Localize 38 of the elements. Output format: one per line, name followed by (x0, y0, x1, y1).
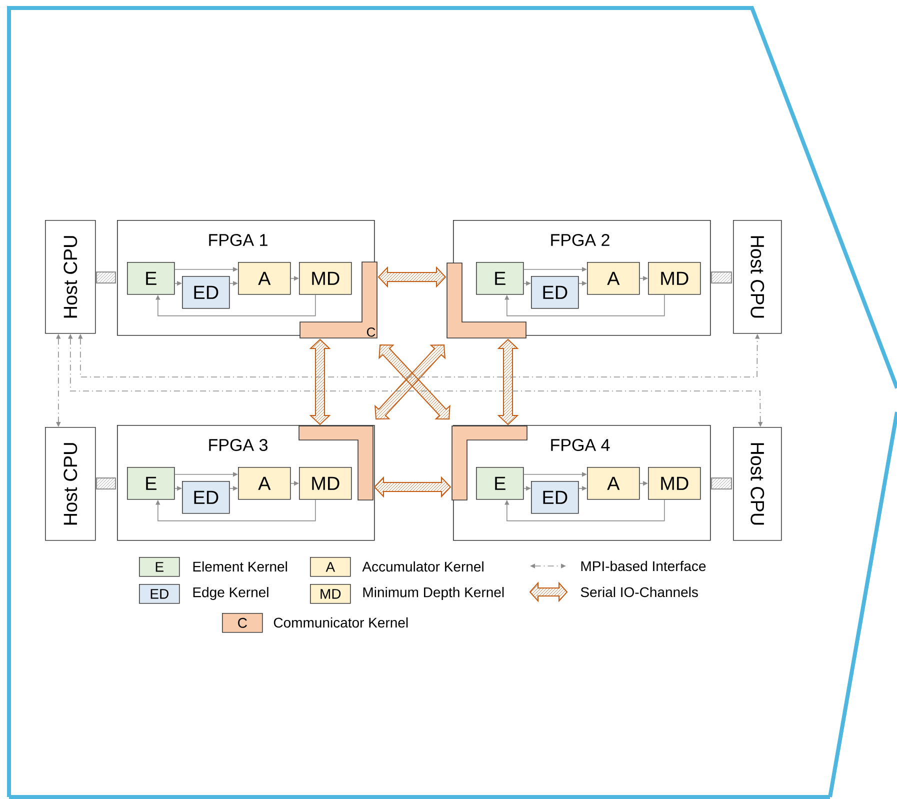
communicator-block (298, 426, 374, 500)
kernel-box: MD (648, 467, 701, 500)
legend-label: Edge Kernel (193, 586, 268, 600)
kernel-box: A (238, 467, 291, 500)
arrow (504, 499, 665, 522)
communicator-block (452, 426, 528, 500)
legend-label: MPI-based Interface (581, 560, 706, 572)
kernel-box: E (127, 467, 175, 500)
kernel-box: MD (299, 262, 352, 295)
kernel-box: ED (182, 276, 230, 309)
kernel-box: MD (648, 262, 701, 295)
host-link-bar (711, 478, 732, 490)
host-cpu-box: Host CPU (45, 427, 96, 541)
arrow (504, 294, 665, 316)
legend-label: Communicator Kernel (274, 617, 408, 628)
legend-label: Accumulator Kernel (362, 561, 484, 572)
host-link-bar (96, 478, 116, 490)
host-cpu-box: Host CPU (733, 220, 782, 334)
kernel-box: ED (182, 481, 230, 514)
host-cpu-box: Host CPU (45, 220, 96, 334)
legend-label: Serial IO-Channels (580, 586, 698, 598)
kernel-box: E (476, 262, 524, 295)
kernel-box: A (238, 262, 291, 295)
arrow (156, 294, 316, 316)
arrow (156, 499, 316, 522)
kernel-box: ED (531, 481, 579, 514)
legend-label: Element Kernel (193, 561, 287, 572)
kernel-box: E (476, 467, 524, 500)
legend-label: Minimum Depth Kernel (363, 586, 504, 600)
host-link-bar (96, 272, 116, 284)
kernel-box: E (127, 262, 175, 295)
kernel-box: A (587, 467, 640, 500)
host-link-bar (711, 272, 732, 284)
communicator-block (446, 262, 526, 338)
kernel-box: A (587, 262, 640, 295)
kernel-box: MD (299, 467, 352, 500)
kernel-box: ED (531, 276, 579, 309)
host-cpu-box: Host CPU (733, 427, 782, 541)
